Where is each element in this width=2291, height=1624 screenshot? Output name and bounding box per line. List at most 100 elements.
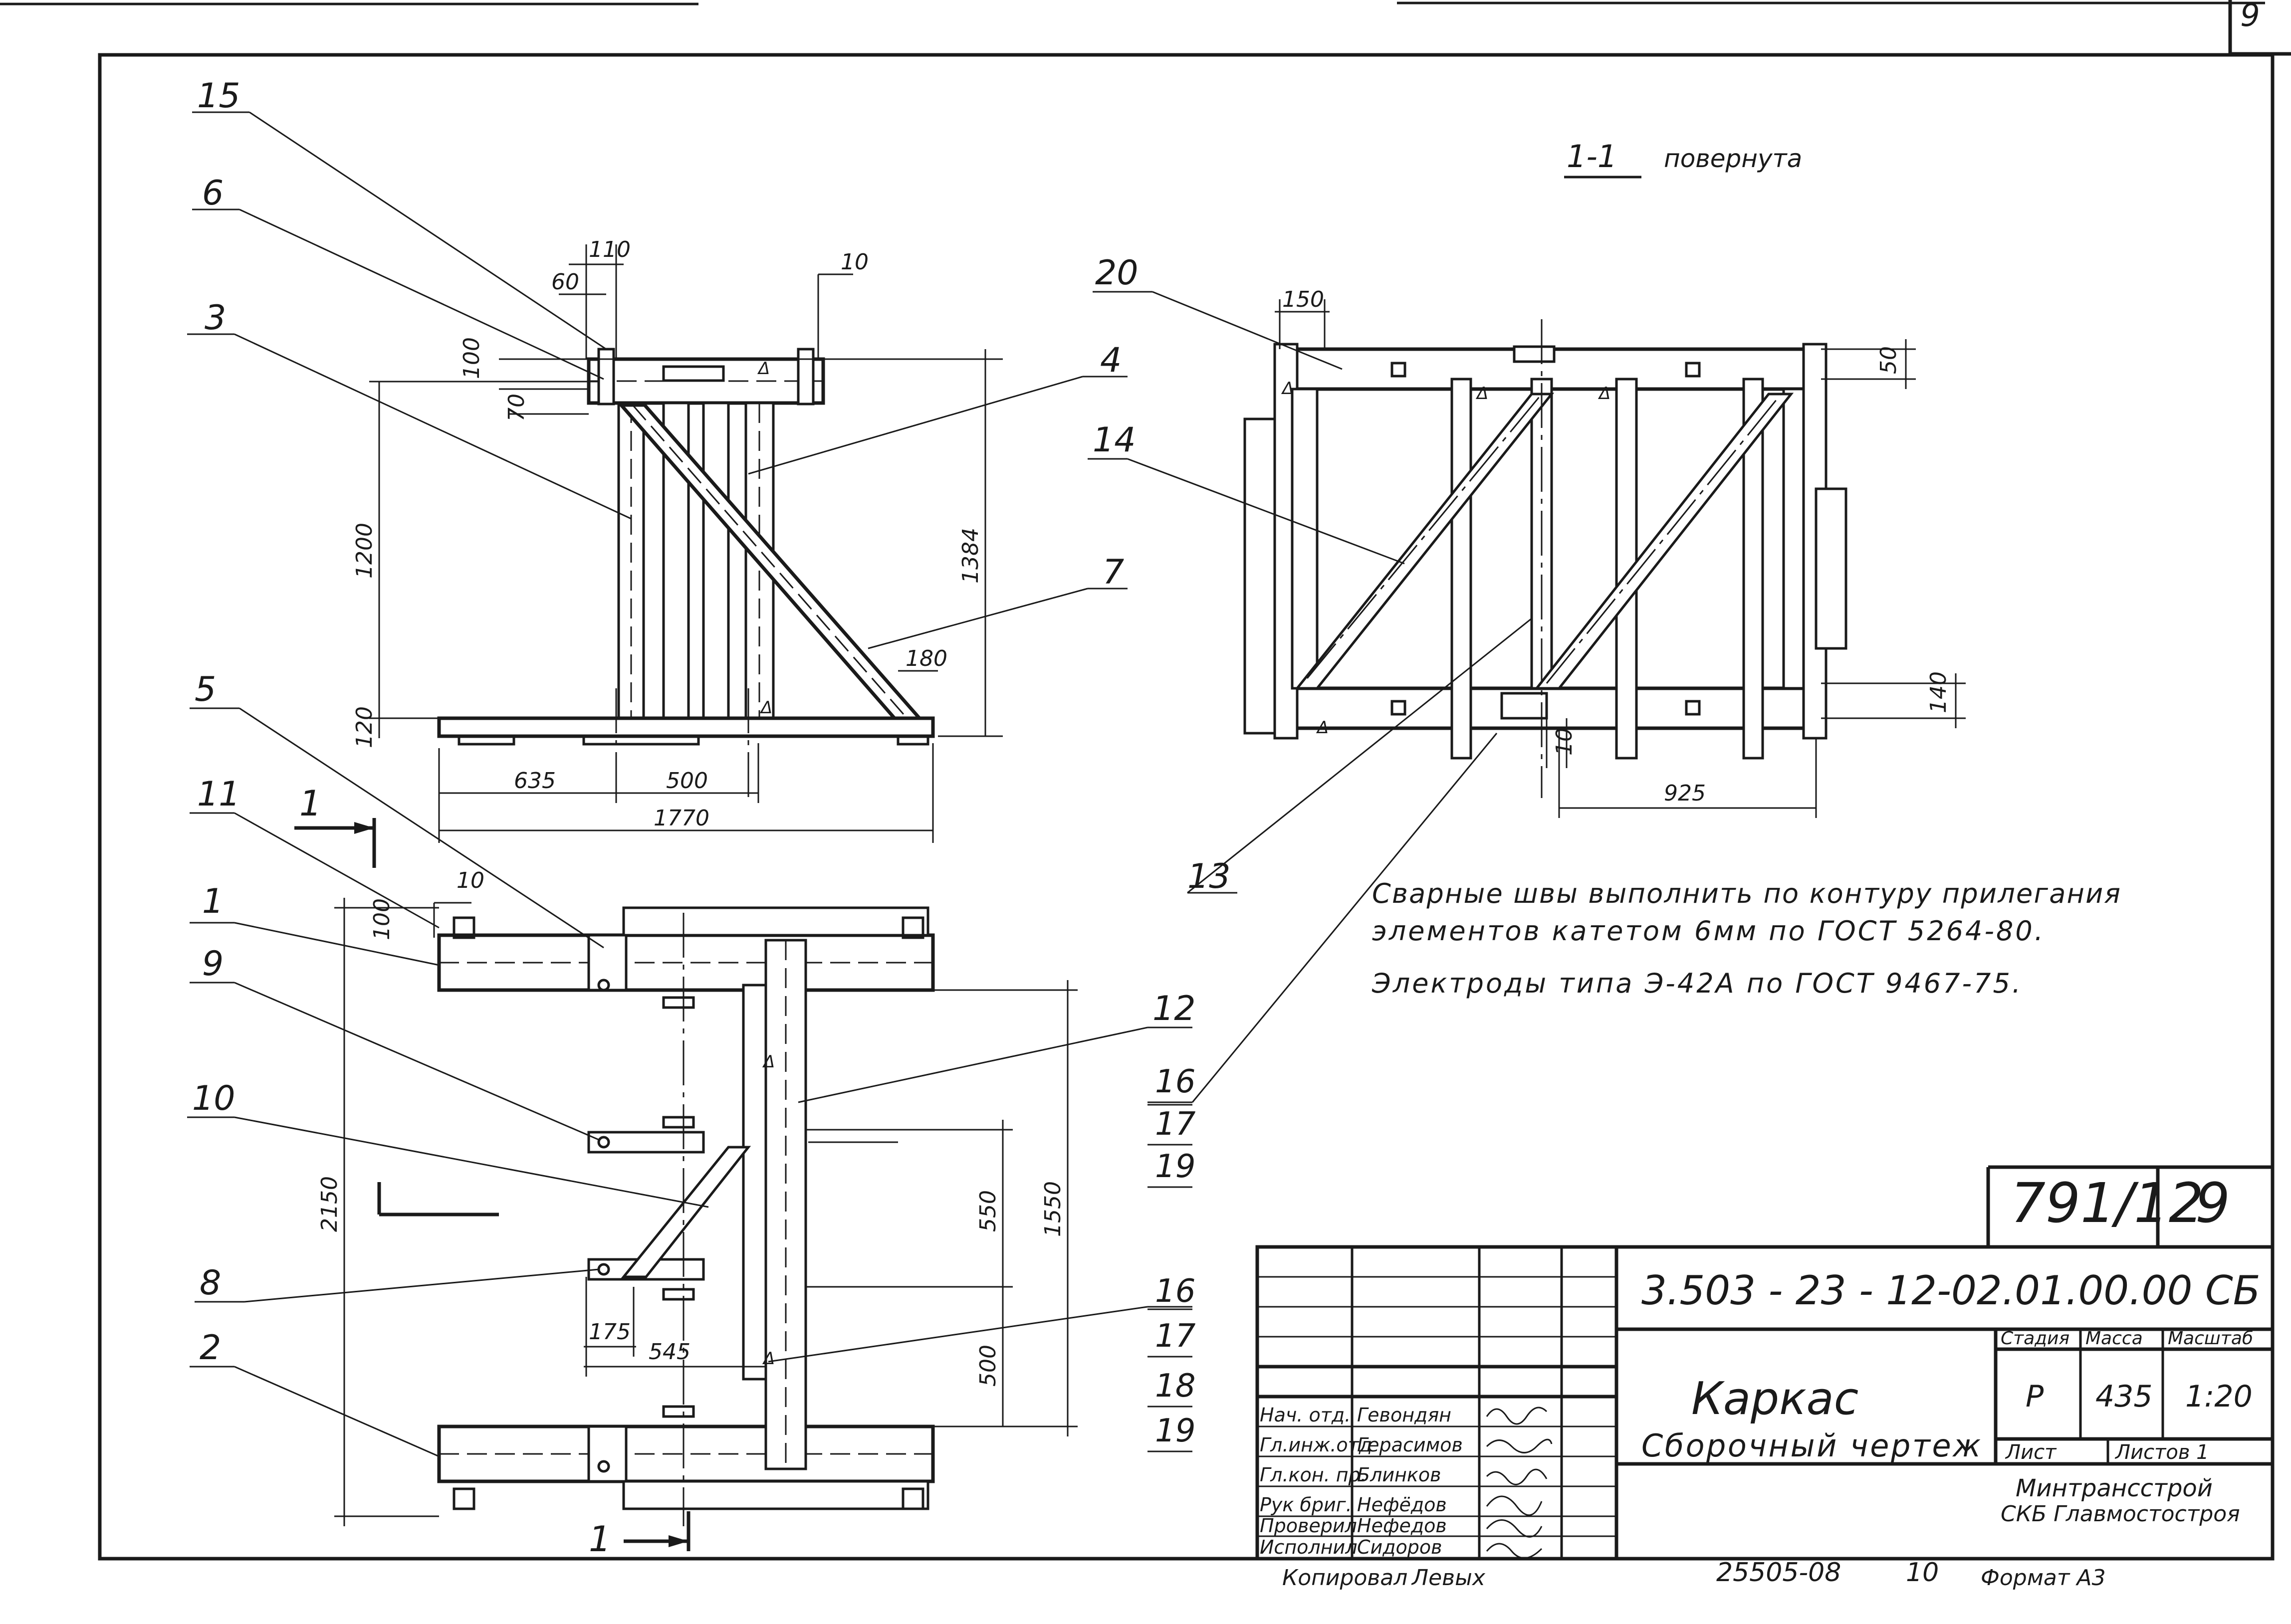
- weld-mark: Δ: [1475, 384, 1488, 404]
- format: Формат А3: [1981, 1565, 2106, 1591]
- callout: 3: [205, 298, 226, 338]
- dimension: 110: [589, 237, 631, 262]
- signer: Нефёдов: [1357, 1494, 1447, 1516]
- signer: Гевондян: [1357, 1404, 1451, 1426]
- weld-mark: Δ: [759, 698, 772, 718]
- handwritten-signatures: [1486, 1407, 1553, 1559]
- callout: 7: [1103, 553, 1124, 592]
- dimension: 100: [459, 337, 484, 379]
- dimension-labels-front: 110 60 10 100 70 1200 1384 120 180 635 5…: [352, 237, 983, 831]
- mass-header: Масса: [2085, 1328, 2143, 1349]
- title-block: [1255, 1245, 2275, 1561]
- role: Рук бриг.: [1260, 1494, 1352, 1516]
- scale-header: Масштаб: [2168, 1328, 2253, 1349]
- dimension: 70: [504, 394, 529, 421]
- dimension: 545: [649, 1339, 690, 1365]
- stage-header: Стадия: [2001, 1328, 2069, 1349]
- callout: 19: [1155, 1413, 1195, 1449]
- callout-labels: 15 6 3 4 14 20 7 5 11 1 9 10 8 2 12 13: [192, 76, 1231, 1368]
- dimension: 1770: [654, 806, 709, 831]
- section-mark: 1: [589, 1519, 611, 1560]
- weld-mark: Δ: [757, 359, 770, 379]
- inventory-number: 25505-08: [1716, 1558, 1841, 1588]
- inventory-code: 10: [1906, 1558, 1939, 1588]
- dimension-labels-plan: 10 100 2150 1550 550 500 175 545: [317, 868, 1066, 1387]
- plan-view: [294, 818, 1078, 1551]
- front-view: [369, 244, 1003, 843]
- callout: 11: [197, 775, 240, 814]
- callout: 8: [200, 1263, 221, 1303]
- dimension: 100: [369, 898, 395, 940]
- dimension: 2150: [317, 1176, 342, 1232]
- signer: Герасимов: [1357, 1434, 1463, 1456]
- drawing-subtitle: Сборочный чертеж: [1641, 1427, 1981, 1464]
- weld-marks: Δ Δ Δ Δ Δ Δ Δ Δ: [757, 359, 1610, 1369]
- dimension: 150: [1282, 287, 1324, 312]
- callout: 17: [1155, 1318, 1196, 1355]
- dimension: 60: [551, 269, 579, 295]
- dimension: 550: [975, 1190, 1001, 1232]
- sheet-number-stamp: 9: [2195, 1171, 2230, 1235]
- welding-notes: Сварные швы выполнить по контуру прилега…: [1372, 878, 2120, 999]
- dimension: 10: [457, 868, 484, 893]
- callout-group-lower: 16 17 18 19: [1147, 1273, 1196, 1452]
- dimension: 175: [589, 1319, 631, 1345]
- callout: 14: [1093, 420, 1136, 460]
- leader-lines: [187, 111, 1532, 1457]
- callout: 16: [1155, 1063, 1195, 1100]
- organization: Минтрансстрой: [2016, 1474, 2213, 1502]
- dimension: 1200: [352, 523, 377, 579]
- sheet-number: 9: [2240, 0, 2260, 33]
- callout: 12: [1152, 989, 1196, 1028]
- dimension: 120: [352, 706, 377, 748]
- dimension-labels-section: 150 50 140 10 925: [1282, 287, 1951, 806]
- dimension: 180: [906, 646, 947, 671]
- section-view: [1243, 299, 1966, 818]
- callout: 17: [1155, 1106, 1196, 1143]
- role: Проверил: [1260, 1515, 1357, 1537]
- section-name: 1-1: [1567, 138, 1617, 175]
- callout: 2: [200, 1328, 221, 1368]
- callout: 1: [202, 882, 224, 921]
- drawing-title: Каркас: [1691, 1373, 1858, 1425]
- drawing-frame: [0, 0, 2291, 1561]
- weld-mark: Δ: [762, 1349, 775, 1369]
- callout: 10: [192, 1079, 235, 1118]
- role: Нач. отд.: [1260, 1404, 1351, 1426]
- callout: 5: [195, 670, 216, 709]
- signer: Сидоров: [1357, 1536, 1442, 1558]
- ref-number: 791/12: [2011, 1171, 2204, 1235]
- stage-value: Р: [2026, 1379, 2044, 1414]
- weld-mark: Δ: [762, 1052, 775, 1072]
- dimension: 500: [666, 768, 708, 794]
- callout: 4: [1100, 341, 1122, 380]
- role: Гл.кон. пр.: [1260, 1464, 1367, 1486]
- note-line: Электроды типа Э-42А по ГОСТ 9467-75.: [1372, 968, 2021, 999]
- dimension: 635: [514, 768, 556, 794]
- callout: 6: [202, 174, 224, 213]
- weld-mark: Δ: [1316, 718, 1329, 738]
- designation: 3.503 - 23 - 12-02.01.00.00 СБ: [1641, 1267, 2261, 1314]
- section-note: повернута: [1664, 144, 1802, 173]
- weld-mark: Δ: [1598, 384, 1610, 404]
- dimension: 10: [1552, 728, 1577, 756]
- role: Гл.инж.отд: [1260, 1434, 1372, 1456]
- signature-table: Нач. отд. Гевондян Гл.инж.отд Герасимов …: [1260, 1404, 1463, 1558]
- dimension: 1384: [958, 528, 983, 584]
- signer: Блинков: [1357, 1464, 1441, 1486]
- callout-group-upper: 16 17 19: [1147, 1063, 1196, 1188]
- section-title: 1-1 повернута: [1564, 138, 1802, 179]
- section-mark: 1: [299, 783, 322, 824]
- mass-value: 435: [2095, 1379, 2153, 1414]
- dimension: 50: [1876, 346, 1901, 374]
- copied-name: Левых: [1411, 1565, 1486, 1591]
- callout: 13: [1187, 857, 1231, 896]
- copied-label: Копировал: [1282, 1565, 1407, 1591]
- callout: 19: [1155, 1148, 1195, 1185]
- organization: СКБ Главмостостроя: [2001, 1501, 2240, 1527]
- role: Исполнил: [1260, 1536, 1358, 1558]
- sheet-label: Лист: [2005, 1441, 2057, 1464]
- dimension: 925: [1664, 781, 1706, 806]
- dimension: 1550: [1040, 1181, 1066, 1237]
